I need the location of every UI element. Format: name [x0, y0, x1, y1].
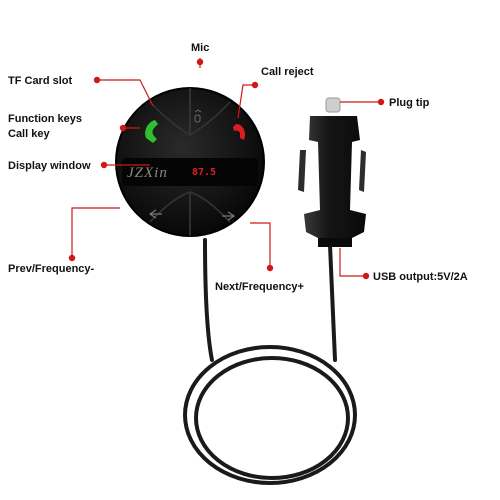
label-display-window: Display window: [8, 160, 91, 172]
dot-tf-card: [93, 76, 101, 84]
callout-next: [250, 222, 271, 270]
label-mic: Mic: [191, 42, 209, 54]
label-tf-card-slot: TF Card slot: [8, 75, 73, 87]
call-reject-icon[interactable]: [233, 124, 246, 140]
next-icon[interactable]: [222, 211, 236, 221]
brand-logo: JZXin: [127, 165, 168, 181]
display-window: [122, 158, 258, 186]
label-plug-tip: Plug tip: [389, 97, 430, 109]
callout-prev: [71, 207, 120, 258]
mic-icon: [194, 109, 202, 123]
label-prev-frequency: Prev/Frequency-: [8, 263, 95, 275]
label-usb-output: USB output:5V/2A: [373, 271, 468, 283]
dot-usb: [362, 272, 370, 280]
plug-side-clip-right: [359, 150, 366, 192]
callout-usb: [339, 248, 366, 277]
dot-next: [266, 264, 274, 272]
cable: [183, 238, 357, 485]
dot-display: [100, 161, 108, 169]
dot-call-reject: [251, 81, 259, 89]
label-call-key: Call key: [8, 128, 50, 140]
prev-icon[interactable]: [148, 209, 162, 219]
dot-prev: [68, 254, 76, 262]
label-function-keys: Function keys: [8, 113, 82, 125]
dot-call-key: [119, 124, 127, 132]
call-accept-icon[interactable]: [145, 120, 158, 143]
car-charger-plug: [298, 97, 366, 247]
label-call-reject: Call reject: [261, 66, 314, 78]
plug-side-clip: [298, 150, 306, 192]
display-reading: 87.5: [192, 167, 216, 178]
callout-tf-card: [98, 79, 154, 107]
usb-port: [318, 238, 352, 247]
callout-call-reject: [237, 84, 255, 119]
dot-plug-tip: [377, 98, 385, 106]
label-next-frequency: Next/Frequency+: [215, 281, 304, 293]
plug-tip: [325, 97, 341, 113]
callout-dots: [68, 58, 385, 280]
dot-mic: [196, 58, 204, 66]
transmitter-device: JZXin 87.5: [115, 87, 265, 237]
plug-body: [304, 116, 366, 247]
